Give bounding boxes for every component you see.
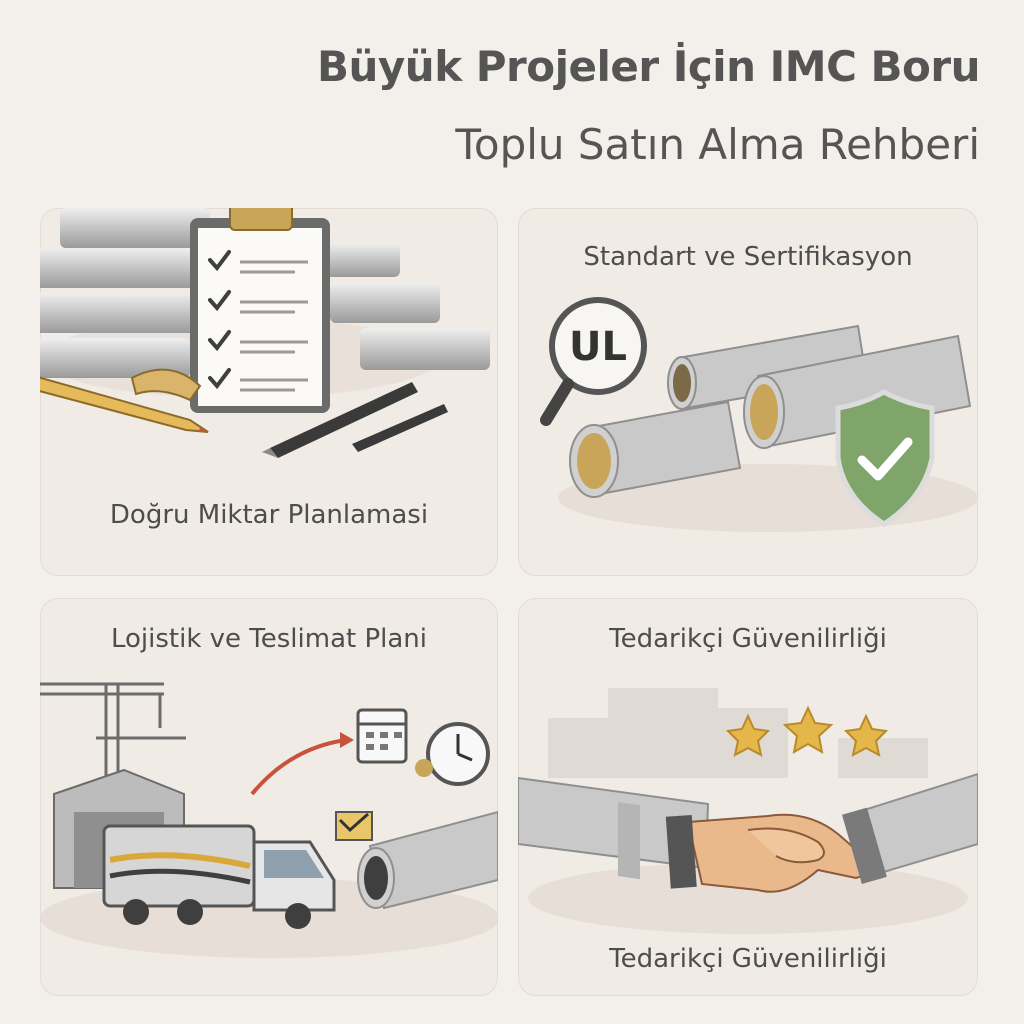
shield-check-icon — [835, 389, 935, 527]
card-quantity-planning: Doğru Miktar Planlamasi — [40, 208, 498, 576]
logistics-illustration — [40, 682, 498, 958]
rating-stars — [725, 705, 889, 757]
pipe-icon — [357, 810, 498, 910]
pipe-icon — [518, 772, 978, 880]
truck-icon — [102, 824, 336, 929]
supplier-illustration — [518, 688, 978, 934]
star-icon — [782, 705, 834, 754]
pipe-icon — [569, 324, 972, 498]
page-subtitle: Toplu Satın Alma Rehberi — [455, 120, 980, 169]
pipe-stack-icon — [40, 208, 490, 378]
envelope-check-icon — [335, 811, 373, 841]
ul-mark: UL — [569, 324, 627, 370]
card-caption: Doğru Miktar Planlamasi — [109, 500, 429, 530]
card-logistics-delivery: Lojistik ve Teslimat Plani — [40, 598, 498, 996]
card-caption: Tedarikçi Güvenilirliği — [609, 624, 887, 654]
tape-measure-icon — [130, 368, 202, 402]
card-caption-bottom: Tedarikçi Güvenilirliği — [609, 944, 887, 974]
certification-illustration: UL — [540, 297, 978, 532]
pen-icon — [262, 382, 448, 458]
card-caption: Lojistik ve Teslimat Plani — [110, 624, 428, 654]
arrow-icon — [250, 738, 347, 796]
calendar-icon — [356, 708, 408, 764]
handshake-icon — [665, 807, 887, 893]
star-icon — [843, 713, 889, 757]
card-standards-certification: Standart ve Sertifikasyon UL — [518, 208, 978, 576]
card-supplier-reliability: Tedarikçi Güvenilirliği Tedarikçi Güveni… — [518, 598, 978, 996]
magnifier-ul-icon: UL — [540, 297, 647, 426]
page-title: Büyük Projeler İçin IMC Boru — [317, 42, 980, 91]
star-icon — [725, 713, 771, 757]
pencil-icon — [40, 376, 209, 433]
clipboard-checklist-icon — [190, 208, 330, 413]
quantity-planning-illustration — [40, 208, 490, 458]
card-caption: Standart ve Sertifikasyon — [583, 242, 913, 272]
clock-icon — [415, 722, 490, 786]
